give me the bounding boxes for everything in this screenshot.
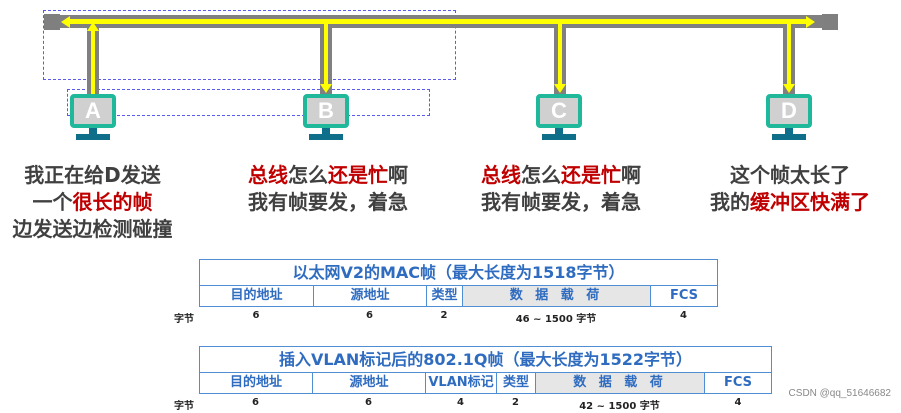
bytes-label: 字节 xyxy=(174,314,194,325)
caption-text: 我的 xyxy=(710,190,750,214)
caption-highlight: 很长的帧 xyxy=(72,190,153,214)
field-fcs: FCS xyxy=(669,288,699,303)
monitor-base xyxy=(76,134,110,140)
bytes-label: 字节 xyxy=(174,401,194,412)
caption-line: 我有帧要发，着急 xyxy=(228,189,428,216)
field-src-addr: 源地址 xyxy=(313,373,426,393)
bytes-type: 2 xyxy=(440,310,448,321)
monitor-stand xyxy=(322,128,330,134)
caption-text: 我有帧要发，着急 xyxy=(481,190,641,214)
field-type: 类型 xyxy=(497,373,536,393)
caption-line: 总线怎么还是忙啊 xyxy=(461,162,661,189)
field-fcs: FCS xyxy=(723,375,753,390)
bytes-payload: 46 ~ 1500 字节 xyxy=(515,314,597,325)
caption-text: 这个帧太长了 xyxy=(730,163,850,187)
bus-signal xyxy=(66,19,808,24)
caption-highlight: 总线 xyxy=(248,163,288,187)
arrow-up-icon xyxy=(87,22,99,31)
bus-terminator-left xyxy=(44,14,60,30)
caption-highlight: 缓冲区快满了 xyxy=(750,190,870,214)
station-b[interactable]: B xyxy=(303,94,349,140)
monitor-base xyxy=(309,134,343,140)
caption-text: 怎么 xyxy=(288,163,328,187)
station-c[interactable]: C xyxy=(536,94,582,140)
arrow-down-icon xyxy=(554,84,566,93)
bus-terminator-right xyxy=(822,14,838,30)
monitor-stand xyxy=(89,128,97,134)
caption-line: 我的缓冲区快满了 xyxy=(690,189,890,216)
frame-v2-title: 以太网V2的MAC帧（最大长度为1518字节） xyxy=(200,260,717,286)
station-label: A xyxy=(85,98,101,123)
station-d[interactable]: D xyxy=(766,94,812,140)
station-label: D xyxy=(781,98,797,123)
caption-line: 边发送边检测碰撞 xyxy=(0,216,185,243)
field-dest-addr: 目的地址 xyxy=(200,286,314,306)
caption-text: 怎么 xyxy=(521,163,561,187)
selection-box-bottom xyxy=(67,89,430,116)
station-label: C xyxy=(551,98,567,123)
drop-signal-b xyxy=(324,24,328,86)
caption-c: 总线怎么还是忙啊我有帧要发，着急 xyxy=(461,162,661,216)
arrow-down-icon xyxy=(320,84,332,93)
frame-8021q-table: 插入VLAN标记后的802.1Q帧（最大长度为1522字节） 目的地址 源地址 … xyxy=(199,346,772,394)
field-vlan-tag: VLAN标记 xyxy=(426,373,497,393)
caption-highlight: 总线 xyxy=(481,163,521,187)
frame-8021q-title: 插入VLAN标记后的802.1Q帧（最大长度为1522字节） xyxy=(200,347,771,373)
caption-d: 这个帧太长了我的缓冲区快满了 xyxy=(690,162,890,216)
bytes-dest: 6 xyxy=(252,397,259,408)
selection-box-top xyxy=(43,10,456,80)
caption-highlight: 还是忙 xyxy=(561,163,621,187)
footer-credit: CSDN @qq_51646682 xyxy=(788,388,891,399)
caption-text: 我有帧要发，着急 xyxy=(248,190,408,214)
bytes-src: 6 xyxy=(365,397,372,408)
caption-text: 啊 xyxy=(621,163,641,187)
monitor-base xyxy=(542,134,576,140)
monitor-icon: A xyxy=(70,94,116,128)
field-dest-addr: 目的地址 xyxy=(200,373,313,393)
field-payload: 数 据 载 荷 xyxy=(463,286,651,306)
caption-line: 总线怎么还是忙啊 xyxy=(228,162,428,189)
drop-signal-d xyxy=(787,24,791,86)
caption-a: 我正在给D发送一个很长的帧边发送边检测碰撞 xyxy=(0,162,185,243)
bytes-fcs: 4 xyxy=(680,310,687,321)
caption-highlight: 还是忙 xyxy=(328,163,388,187)
arrow-left-icon xyxy=(61,16,70,28)
monitor-base xyxy=(772,134,806,140)
monitor-icon: C xyxy=(536,94,582,128)
caption-line: 我有帧要发，着急 xyxy=(461,189,661,216)
field-src-addr: 源地址 xyxy=(314,286,427,306)
bytes-fcs: 4 xyxy=(734,397,742,408)
field-type: 类型 xyxy=(427,286,463,306)
bytes-dest: 6 xyxy=(252,310,260,321)
frame-v2-table: 以太网V2的MAC帧（最大长度为1518字节） 目的地址 源地址 类型 数 据 … xyxy=(199,259,718,307)
bytes-type: 2 xyxy=(512,397,519,408)
caption-b: 总线怎么还是忙啊我有帧要发，着急 xyxy=(228,162,428,216)
caption-text: 边发送边检测碰撞 xyxy=(12,217,173,241)
station-a[interactable]: A xyxy=(70,94,116,140)
caption-text: 一个 xyxy=(32,190,73,214)
monitor-icon: D xyxy=(766,94,812,128)
caption-line: 一个很长的帧 xyxy=(0,189,185,216)
bytes-src: 6 xyxy=(366,310,373,321)
drop-signal-a xyxy=(91,30,95,94)
arrow-right-icon xyxy=(806,16,815,28)
monitor-stand xyxy=(555,128,563,134)
monitor-stand xyxy=(785,128,793,134)
field-payload: 数 据 载 荷 xyxy=(536,373,705,393)
station-label: B xyxy=(318,98,334,123)
caption-text: 我正在给D发送 xyxy=(24,163,161,187)
monitor-icon: B xyxy=(303,94,349,128)
bytes-vlan: 4 xyxy=(457,397,464,408)
drop-signal-c xyxy=(558,24,562,86)
caption-text: 啊 xyxy=(388,163,408,187)
arrow-down-icon xyxy=(783,84,795,93)
bytes-payload: 42 ~ 1500 字节 xyxy=(579,401,660,412)
caption-line: 这个帧太长了 xyxy=(690,162,890,189)
caption-line: 我正在给D发送 xyxy=(0,162,185,189)
